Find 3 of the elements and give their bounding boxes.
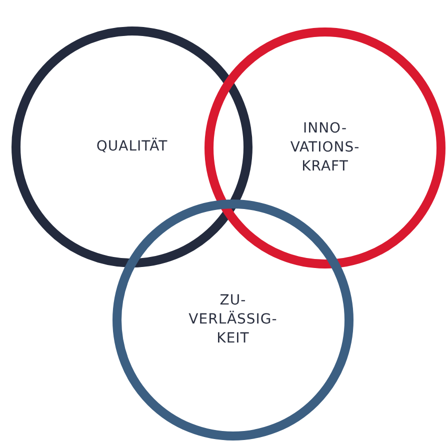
circle-label: ZU- VERLÄSSIG- KEIT bbox=[188, 292, 278, 348]
circle-label: QUALITÄT bbox=[95, 138, 169, 156]
circle-label: INNO- VATIONS- KRAFT bbox=[289, 120, 361, 176]
